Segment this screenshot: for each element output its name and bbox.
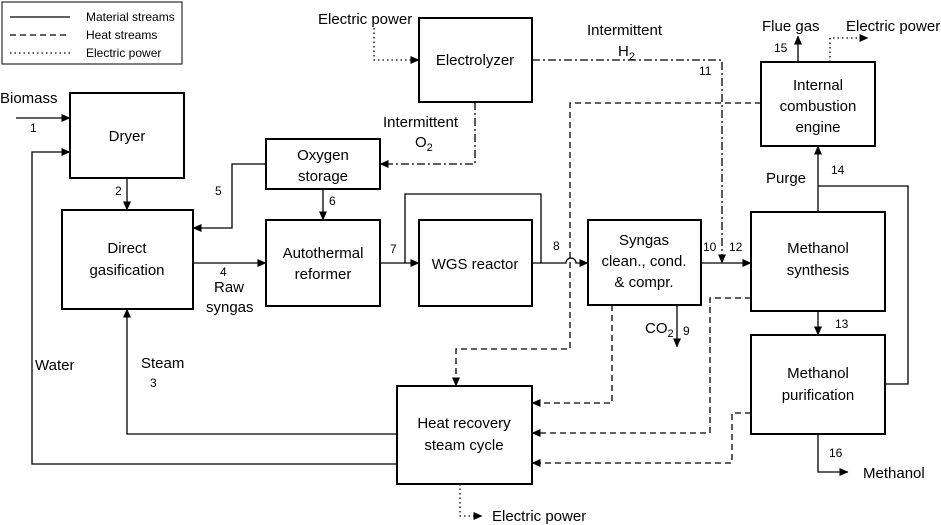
heat-purification-to-hrsc-line (531, 412, 751, 467)
heat-recovery-label-1: Heat recovery (417, 415, 511, 432)
stream-numbers: 1 2 3 4 5 6 7 8 9 10 11 12 13 14 15 16 (30, 41, 849, 460)
oxygen-storage-block: Oxygen storage (265, 138, 381, 190)
gasification-label-1: Direct (107, 240, 147, 257)
intermittent-o2-label: Intermittent (383, 114, 459, 131)
heat-syngas-to-hrsc-line (531, 305, 613, 407)
gasification-label-2: gasification (89, 262, 164, 279)
stream-number-12: 12 (729, 240, 743, 254)
heat-recovery-block: Heat recovery steam cycle (396, 385, 533, 485)
oxygen-storage-label-2: storage (298, 168, 348, 185)
atr-label-1: Autothermal (283, 245, 364, 262)
h2-subscript: 2 (629, 51, 635, 63)
stream-number-5: 5 (215, 184, 222, 198)
methanol-label: Methanol (863, 465, 925, 482)
stream-number-11: 11 (699, 64, 712, 78)
stream-number-6: 6 (329, 194, 336, 208)
atr-label-2: reformer (295, 266, 352, 283)
methanol-purification-label-1: Methanol (787, 365, 849, 382)
heat-recovery-label-2: steam cycle (424, 437, 503, 454)
o2-line (379, 102, 476, 168)
syngas-label-1: Syngas (619, 232, 669, 249)
raw-syngas-label-2: syngas (206, 299, 254, 316)
heat-ice-to-hrsc-line (452, 102, 761, 387)
electric-power-right-label: Electric power (846, 18, 940, 35)
heat-synthesis-to-hrsc-line (531, 297, 751, 437)
raw-syngas-label-1: Raw (214, 279, 244, 296)
co2-symbol: CO (645, 320, 668, 337)
stream-number-13: 13 (835, 317, 849, 331)
stream-labels: Biomass Electric power Intermittent H2 I… (0, 11, 940, 525)
syngas-cleaning-block: Syngas clean., cond. & compr. (587, 219, 702, 306)
intermittent-lines (379, 59, 726, 264)
dryer-label: Dryer (109, 128, 146, 145)
gasification-block: Direct gasification (61, 209, 194, 310)
ice-block: Internal combustion engine (760, 61, 876, 147)
ice-label-2: combustion (780, 98, 857, 115)
stream-number-9: 9 (683, 324, 690, 338)
h2-symbol: H (618, 43, 629, 60)
ice-label-3: engine (795, 119, 840, 136)
stream-number-10: 10 (703, 240, 717, 254)
electrolyzer-label: Electrolyzer (436, 52, 514, 69)
stream-number-7: 7 (390, 242, 397, 256)
methanol-purification-block: Methanol purification (750, 334, 886, 435)
methanol-synthesis-label-1: Methanol (787, 240, 849, 257)
methanol-synthesis-label-2: synthesis (787, 262, 850, 279)
purge-label: Purge (766, 170, 806, 187)
syngas-label-2: clean., cond. (601, 253, 686, 270)
stream-16-line (817, 434, 849, 476)
o2-subscript: 2 (427, 142, 433, 154)
flue-gas-label: Flue gas (762, 18, 820, 35)
stream-3-line (123, 308, 397, 435)
heat-streams (452, 102, 761, 467)
wgs-reactor-block: WGS reactor (418, 219, 533, 307)
syngas-label-3: & compr. (614, 274, 673, 291)
legend: Material streams Heat streams Electric p… (1, 1, 183, 65)
material-streams (16, 35, 909, 476)
stream-number-3: 3 (150, 376, 157, 390)
wgs-bypass-line (404, 193, 542, 263)
h2-label: H2 (618, 43, 635, 63)
o2-label: O2 (415, 134, 433, 154)
steam-label: Steam (141, 355, 184, 372)
recycle-line (818, 185, 909, 385)
electric-power-lines (373, 28, 869, 520)
methanol-synthesis-block: Methanol synthesis (750, 211, 886, 312)
h2-line (532, 59, 726, 264)
wgs-label: WGS reactor (432, 256, 519, 273)
stream-8-line (532, 257, 589, 267)
stream-number-1: 1 (30, 121, 37, 135)
oxygen-storage-label-1: Oxygen (297, 147, 349, 164)
electrolyzer-block: Electrolyzer (418, 17, 533, 103)
biomass-label: Biomass (0, 90, 58, 107)
stream-number-16: 16 (829, 446, 843, 460)
dryer-block: Dryer (69, 92, 185, 179)
stream-number-8: 8 (553, 239, 560, 253)
ice-label-1: Internal (793, 77, 843, 94)
co2-label: CO2 (645, 320, 674, 340)
power-in-electrolyzer-line (373, 28, 420, 64)
stream-5-line (192, 163, 266, 232)
water-label: Water (35, 357, 74, 374)
co2-subscript: 2 (668, 328, 674, 340)
stream-number-4: 4 (220, 265, 227, 279)
electric-power-top-label: Electric power (318, 11, 412, 28)
legend-heat-label: Heat streams (86, 28, 157, 42)
legend-power-label: Electric power (86, 46, 161, 60)
power-out-ice-line (829, 34, 869, 62)
legend-material-label: Material streams (86, 10, 175, 24)
autothermal-reformer-block: Autothermal reformer (265, 219, 381, 307)
stream-number-15: 15 (774, 41, 788, 55)
electric-power-bottom-label: Electric power (492, 508, 586, 525)
methanol-purification-label-2: purification (782, 387, 855, 404)
intermittent-h2-label: Intermittent (587, 22, 663, 39)
stream-number-14: 14 (831, 163, 845, 177)
o2-symbol: O (415, 134, 427, 151)
stream-number-2: 2 (115, 184, 122, 198)
water-line (31, 148, 397, 465)
power-out-hrsc-line (459, 484, 483, 520)
